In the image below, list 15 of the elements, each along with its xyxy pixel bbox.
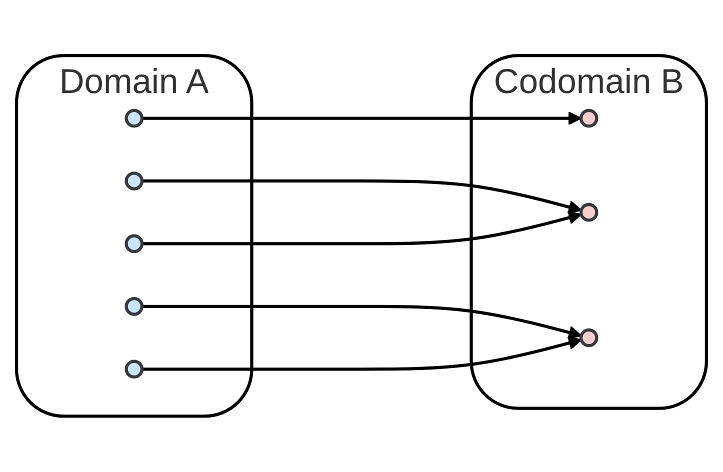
cluster: Codomain B bbox=[470, 54, 708, 410]
node-circle bbox=[124, 109, 144, 128]
node-circle bbox=[579, 328, 598, 348]
node-circle bbox=[124, 360, 144, 379]
arrow bbox=[142, 180, 582, 214]
arrow bbox=[142, 211, 582, 246]
arrow bbox=[142, 336, 582, 371]
node-circle bbox=[579, 203, 598, 222]
arrow bbox=[142, 112, 582, 126]
node-circle bbox=[124, 234, 144, 254]
node-circle bbox=[124, 297, 144, 316]
cluster: Domain A bbox=[14, 54, 254, 418]
arrow bbox=[142, 305, 582, 340]
node-circle bbox=[579, 109, 598, 128]
node-circle bbox=[124, 172, 144, 191]
